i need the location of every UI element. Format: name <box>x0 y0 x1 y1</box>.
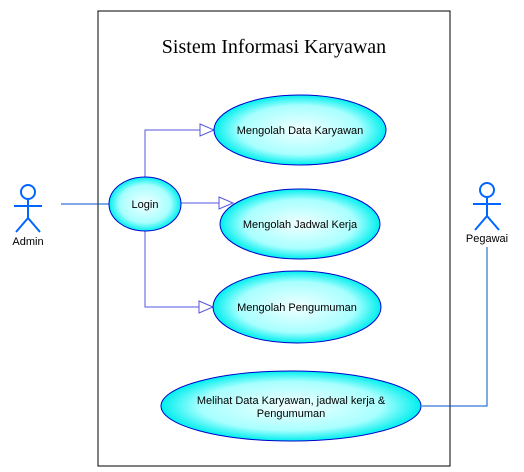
use-case-login-ellipse[interactable] <box>108 176 182 232</box>
actor-pegawai[interactable] <box>473 182 501 231</box>
use-case-jadwal-kerja-label: Mengolah Jadwal Kerja <box>243 219 358 231</box>
use-case-login-label: Login <box>132 199 159 211</box>
use-case-melihat-label-line2: Pengumuman <box>257 408 326 420</box>
login-pengumuman-link <box>144 231 213 308</box>
use-case-melihat-label-line1: Melihat Data Karyawan, jadwal kerja & <box>197 395 386 407</box>
use-case-melihat[interactable]: Melihat Data Karyawan, jadwal kerja & Pe… <box>160 370 422 442</box>
login-data-karyawan-link <box>144 129 214 177</box>
use-case-data-karyawan-label: Mengolah Data Karyawan <box>237 125 364 137</box>
system-boundary <box>97 10 451 467</box>
actor-admin-leg-left <box>15 217 29 233</box>
system-title: Sistem Informasi Karyawan <box>162 36 386 58</box>
actor-admin-label: Admin <box>12 236 43 248</box>
actor-pegawai-label: Pegawai <box>466 233 508 245</box>
arrowhead-data-karyawan <box>199 123 216 137</box>
pegawai-melihat-association <box>422 247 488 407</box>
use-case-pengumuman-ellipse[interactable] <box>212 270 382 344</box>
actor-admin-head-icon <box>20 184 36 200</box>
actor-admin[interactable] <box>14 184 42 233</box>
use-case-pengumuman[interactable]: Mengolah Pengumuman <box>212 270 382 344</box>
actor-pegawai-leg-right <box>486 215 500 231</box>
actor-admin-leg-right <box>27 217 41 233</box>
actor-pegawai-head-icon <box>479 182 495 198</box>
use-case-pengumuman-label: Mengolah Pengumuman <box>237 302 357 314</box>
arrowhead-pengumuman <box>198 300 215 314</box>
use-case-jadwal-kerja-ellipse[interactable] <box>219 188 381 260</box>
use-case-melihat-ellipse[interactable] <box>160 370 422 442</box>
actor-pegawai-leg-left <box>474 215 488 231</box>
connectors <box>61 123 488 407</box>
use-case-jadwal-kerja[interactable]: Mengolah Jadwal Kerja <box>219 188 381 260</box>
arrowhead-jadwal <box>218 196 235 210</box>
use-case-data-karyawan[interactable]: Mengolah Data Karyawan <box>213 94 387 166</box>
use-case-data-karyawan-ellipse[interactable] <box>213 94 387 166</box>
use-case-login[interactable]: Login <box>108 176 182 232</box>
